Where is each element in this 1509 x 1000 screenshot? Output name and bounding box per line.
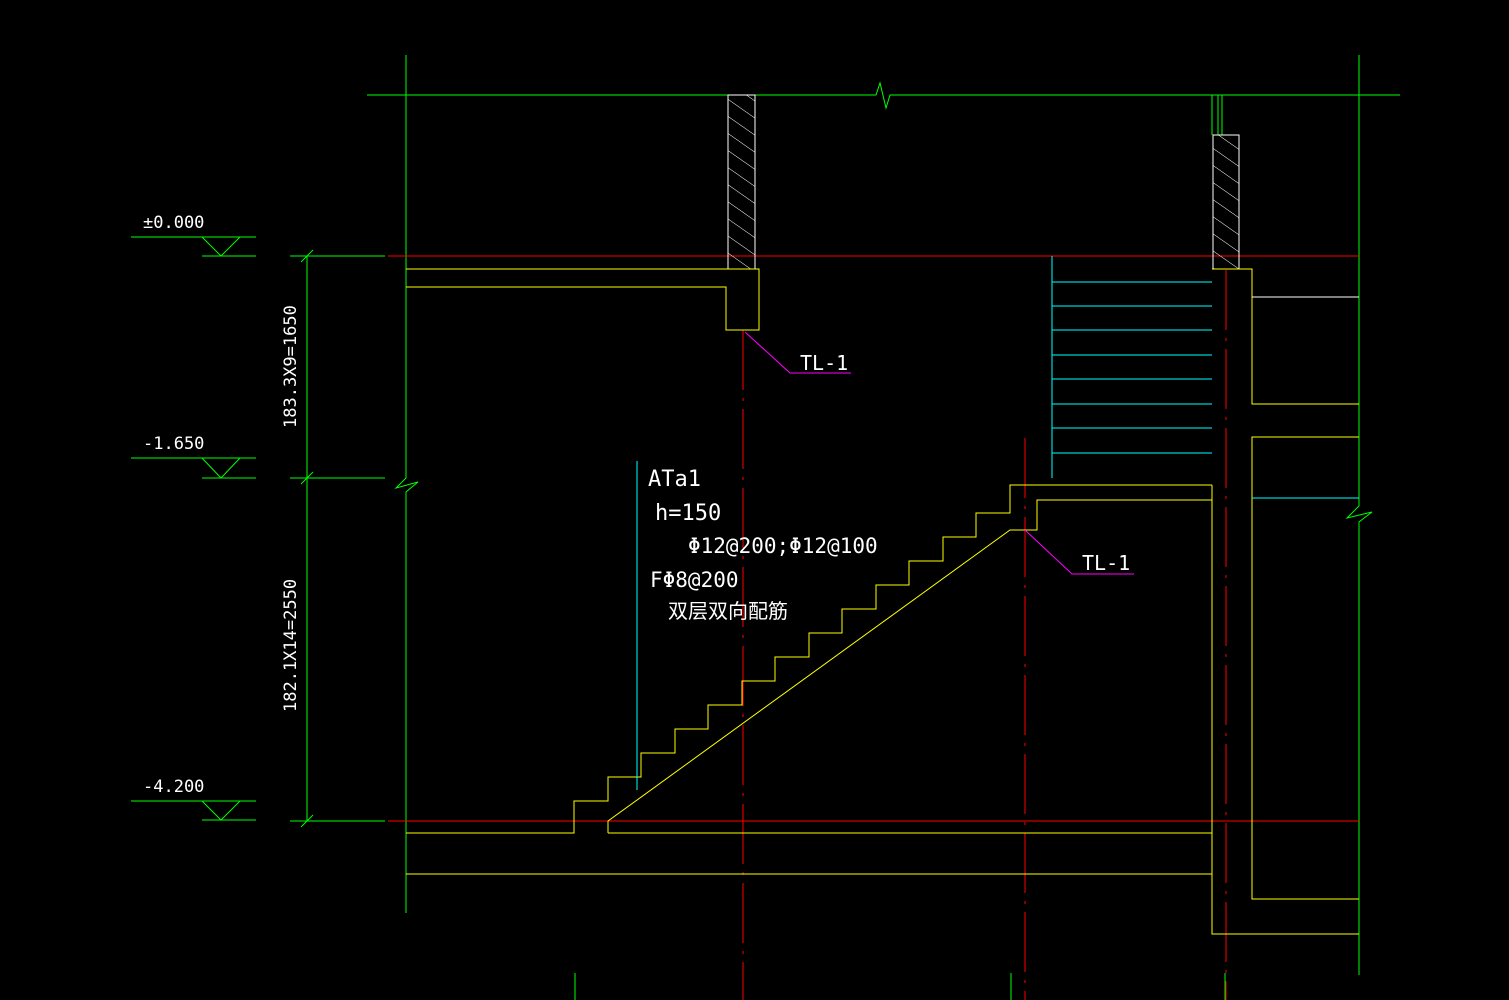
left-wall xyxy=(727,94,756,270)
top-break-line xyxy=(367,81,1400,110)
stair-dist-rebar: FΦ8@200 xyxy=(650,568,739,592)
cyan-treads xyxy=(636,256,1359,790)
level-top-label: ±0.000 xyxy=(143,213,204,233)
right-break-line xyxy=(1345,55,1373,975)
level-bottom-label: -4.200 xyxy=(143,777,204,797)
beam-label-upper: TL-1 xyxy=(800,351,848,375)
dimension-upper: 183.3X9=1650 xyxy=(281,305,301,428)
dimension-lower: 182.1X14=2550 xyxy=(281,579,301,712)
stair-main-rebar: Φ12@200;Φ12@100 xyxy=(688,534,878,558)
green-outline-lines xyxy=(131,55,1400,1000)
level-mid-label: -1.650 xyxy=(143,434,204,454)
right-wall xyxy=(1212,134,1240,270)
red-axis-lines xyxy=(388,255,1359,1000)
hatched-walls xyxy=(727,94,1240,270)
left-break-line xyxy=(394,55,419,913)
stair-note: 双层双向配筋 xyxy=(668,599,788,623)
beam-label-lower: TL-1 xyxy=(1082,551,1130,575)
yellow-structure xyxy=(406,268,1359,935)
stair-thickness: h=150 xyxy=(655,501,721,526)
beam-leaders xyxy=(744,331,1134,575)
stair-steps xyxy=(406,484,1212,834)
stair-name: ATa1 xyxy=(648,467,701,492)
